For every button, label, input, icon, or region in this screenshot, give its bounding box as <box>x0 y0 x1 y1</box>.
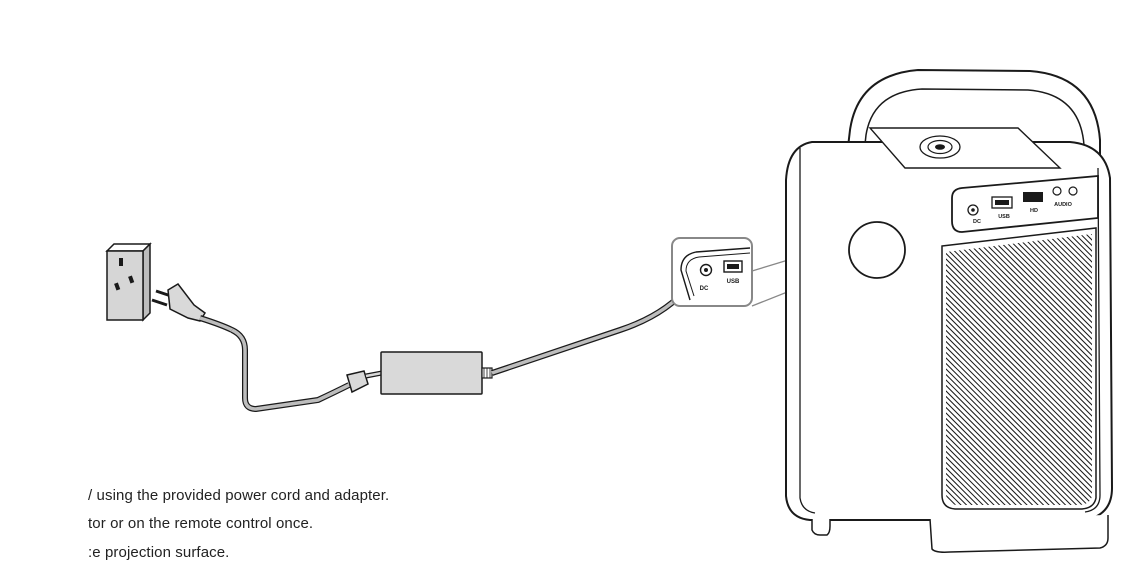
grille-line <box>946 234 1092 505</box>
grille-line <box>946 234 1018 505</box>
grille-line <box>946 234 1062 505</box>
grille-line <box>946 234 1092 505</box>
grille-line <box>946 234 1092 505</box>
grille-line <box>1002 234 1092 505</box>
projector-foot-left <box>811 519 831 536</box>
grille-line <box>1013 234 1092 505</box>
projector-foot-right <box>929 515 1109 553</box>
grille-line <box>946 234 1034 505</box>
grille-line <box>1113 228 1122 528</box>
grille-line <box>946 234 1092 505</box>
grille-line <box>946 234 1092 505</box>
grille-line <box>964 234 1092 505</box>
grille-line <box>946 234 1092 505</box>
grille-line <box>946 234 1092 505</box>
grille-line <box>946 234 1092 505</box>
grille-line <box>975 234 1092 505</box>
projector-hd-label: HD <box>1030 208 1038 214</box>
grille-line <box>946 234 1092 505</box>
grille-line <box>946 234 1045 505</box>
grille-line <box>946 234 1092 505</box>
power-adapter-icon <box>380 351 493 395</box>
callout-dc-label: DC <box>700 286 709 292</box>
grille-line <box>980 234 1092 505</box>
grille-line <box>946 234 1092 505</box>
grille-line <box>1035 234 1092 505</box>
grille-line <box>946 234 1023 505</box>
projector-dc-label: DC <box>973 219 981 225</box>
power-plug-icon <box>151 283 234 333</box>
grille-line <box>946 234 1092 505</box>
grille-line <box>946 234 1092 505</box>
grille-line <box>958 234 1092 505</box>
grille-line <box>946 234 1092 505</box>
grille-line <box>947 234 1092 505</box>
grille-line <box>946 234 1051 505</box>
grille-line <box>1030 234 1092 505</box>
grille-line <box>1024 234 1092 505</box>
power-cord <box>230 327 383 413</box>
grille-line <box>946 234 1092 505</box>
grille-line <box>946 234 1092 505</box>
instruction-line-2: tor or on the remote control once. <box>88 515 314 532</box>
grille-line <box>1008 234 1092 505</box>
grille-line <box>946 234 1092 505</box>
grille-line <box>946 234 1078 505</box>
grille-line <box>946 234 1092 505</box>
grille-line <box>946 234 1007 505</box>
wall-outlet-icon <box>105 242 152 322</box>
grille-line <box>991 234 1092 505</box>
grille-line <box>1019 234 1092 505</box>
grille-line <box>946 234 1089 505</box>
grille-line <box>946 234 1092 505</box>
grille-line <box>946 234 1092 505</box>
grille-line <box>946 234 1040 505</box>
grille-line <box>946 234 1092 505</box>
projector-audio-label: AUDIO <box>1054 202 1072 208</box>
grille-line <box>997 234 1092 505</box>
grille-line <box>946 234 1001 505</box>
grille-line <box>946 234 1092 505</box>
projector-icon: DC USB HD AUDIO <box>785 68 1122 528</box>
grille-line <box>986 234 1092 505</box>
grille-line <box>946 234 1029 505</box>
grille-line <box>953 234 1092 505</box>
grille-line <box>946 234 1067 505</box>
grille-line <box>946 234 1092 505</box>
grille-line <box>1119 228 1122 528</box>
speaker-grille <box>946 228 1122 528</box>
projector-usb-label: USB <box>998 214 1010 220</box>
grille-line <box>946 234 1092 505</box>
grille-line <box>969 234 1092 505</box>
grille-line <box>1041 234 1092 505</box>
grille-line <box>946 234 1056 505</box>
grille-line <box>946 234 1084 505</box>
grille-line <box>946 234 1092 505</box>
callout-usb-label: USB <box>727 279 740 285</box>
grille-line <box>946 234 1092 505</box>
grille-line <box>946 234 1092 505</box>
instruction-line-1: / using the provided power cord and adap… <box>88 487 390 504</box>
grille-line <box>946 234 1073 505</box>
dc-cable <box>491 285 691 376</box>
grille-line <box>946 234 1012 505</box>
grille-line <box>946 234 1092 505</box>
instruction-line-3: :e projection surface. <box>88 544 230 561</box>
